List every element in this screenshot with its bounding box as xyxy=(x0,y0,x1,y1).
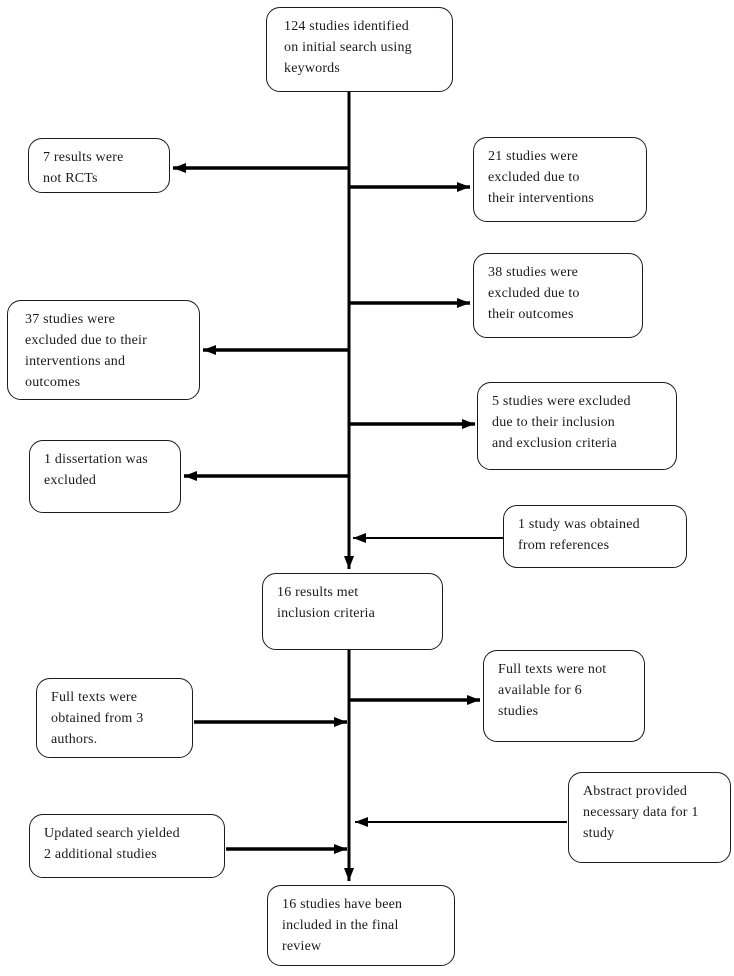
flow-box-excluded-interventions-text: 21 studies were excluded due to their in… xyxy=(488,149,595,206)
flow-box-final-included-text: 16 studies have been included in the fin… xyxy=(282,897,403,954)
flow-box-full-texts-obtained: Full texts were obtained from 3 authors. xyxy=(36,678,193,758)
flow-box-excluded-criteria: 5 studies were excluded due to their inc… xyxy=(477,382,677,470)
flow-box-not-rcts: 7 results were not RCTs xyxy=(28,138,170,193)
flow-box-excluded-interventions: 21 studies were excluded due to their in… xyxy=(473,137,647,222)
flow-box-final-included: 16 studies have been included in the fin… xyxy=(267,885,455,966)
flow-box-excluded-interventions-outcomes-text: 37 studies were excluded due to their in… xyxy=(25,312,147,390)
flow-box-met-inclusion-text: 16 results met inclusion criteria xyxy=(277,585,376,621)
flow-box-identified-text: 124 studies identified on initial search… xyxy=(284,19,412,76)
flow-box-not-rcts-text: 7 results were not RCTs xyxy=(43,150,124,186)
flow-box-excluded-outcomes: 38 studies were excluded due to their ou… xyxy=(473,253,643,338)
flow-box-dissertation-excluded-text: 1 dissertation was excluded xyxy=(44,452,148,488)
flow-box-full-texts-unavailable-text: Full texts were not available for 6 stud… xyxy=(498,662,607,719)
flow-box-updated-search: Updated search yielded 2 additional stud… xyxy=(29,814,225,878)
flow-box-excluded-outcomes-text: 38 studies were excluded due to their ou… xyxy=(488,265,580,322)
flow-box-abstract-data-text: Abstract provided necessary data for 1 s… xyxy=(583,784,699,841)
flow-box-identified: 124 studies identified on initial search… xyxy=(266,7,453,92)
flow-box-met-inclusion: 16 results met inclusion criteria xyxy=(262,573,443,650)
flow-box-full-texts-obtained-text: Full texts were obtained from 3 authors. xyxy=(51,690,144,747)
flow-box-excluded-criteria-text: 5 studies were excluded due to their inc… xyxy=(492,394,631,451)
flow-box-dissertation-excluded: 1 dissertation was excluded xyxy=(29,440,181,513)
flow-box-full-texts-unavailable: Full texts were not available for 6 stud… xyxy=(483,650,645,742)
flow-box-excluded-interventions-outcomes: 37 studies were excluded due to their in… xyxy=(7,300,200,400)
flow-box-from-references: 1 study was obtained from references xyxy=(503,505,687,568)
flow-box-abstract-data: Abstract provided necessary data for 1 s… xyxy=(568,772,731,863)
flow-box-updated-search-text: Updated search yielded 2 additional stud… xyxy=(44,826,180,862)
flow-box-from-references-text: 1 study was obtained from references xyxy=(518,517,640,553)
